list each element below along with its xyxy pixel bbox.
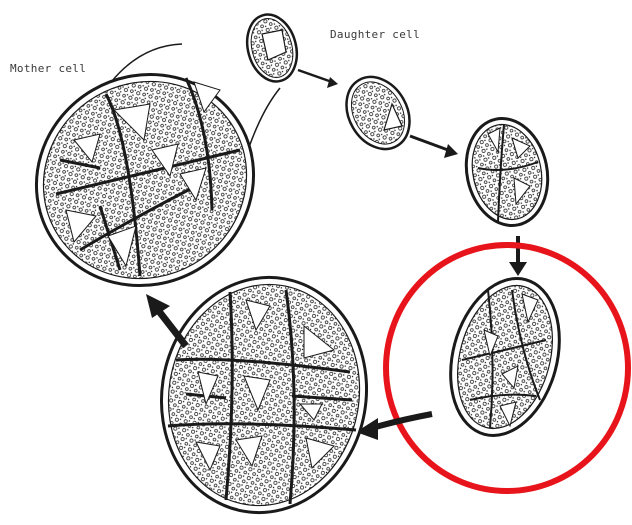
arrow-stage-1-to-2: [298, 70, 338, 88]
arrow-stage-2-to-3: [410, 136, 458, 158]
daughter-cell-stage-3: [457, 111, 558, 233]
arrow-stage-3-to-4: [509, 236, 527, 276]
colony-stage-5: [143, 261, 385, 525]
daughter-cell-stage-2: [334, 66, 422, 161]
arrow-stage-5-to-mother: [146, 294, 186, 346]
daughter-cell-stage-1: [240, 9, 304, 87]
daughter-cell-stage-4: [434, 266, 576, 447]
